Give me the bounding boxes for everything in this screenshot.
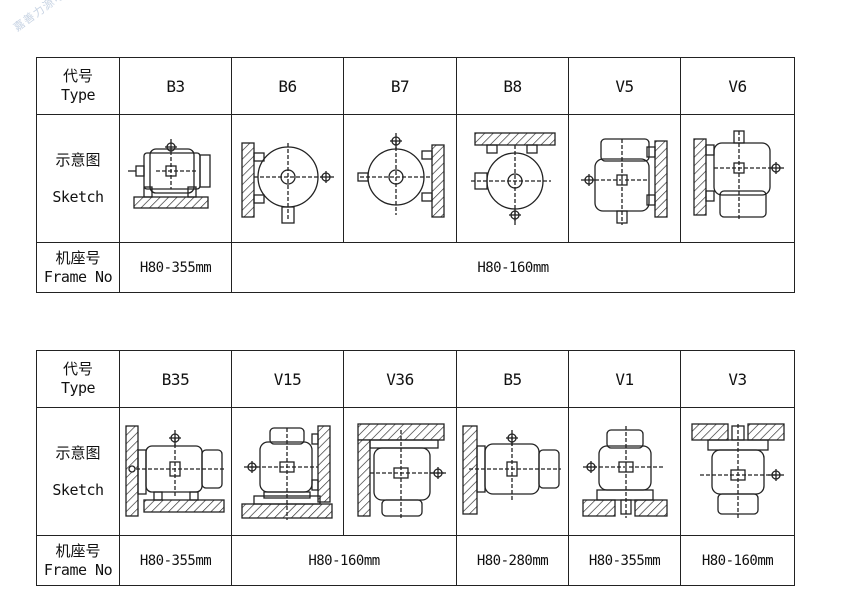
type-code: B5	[456, 350, 569, 408]
frame-value: H80-160mm	[231, 535, 457, 586]
type-label: 代号 Type	[36, 350, 120, 408]
sketch-label: 示意图 Sketch	[36, 114, 120, 243]
sketch-row: 示意图 Sketch	[36, 407, 795, 536]
type-code: V5	[568, 57, 681, 115]
mounting-table-2: 代号 Type B35 V15 V36 B5 V1 V3 示意图 Sketch	[36, 350, 795, 586]
sketch-row: 示意图 Sketch	[36, 114, 795, 243]
type-code: B7	[343, 57, 457, 115]
mounting-table-1: 代号 Type B3 B6 B7 B8 V5 V6 示意图 Sketch	[36, 57, 795, 293]
v3-flange-shaft-up-icon	[690, 422, 785, 518]
sketch-cell-b6	[231, 114, 344, 243]
frame-row: 机座号 Frame No H80-355mm H80-160mm H80-280…	[36, 535, 795, 586]
type-code: V36	[343, 350, 457, 408]
frame-value: H80-280mm	[456, 535, 569, 586]
v5-vertical-shaft-down-icon	[580, 137, 668, 225]
frame-value: H80-355mm	[119, 535, 232, 586]
type-row: 代号 Type B35 V15 V36 B5 V1 V3	[36, 350, 795, 408]
b3-foot-mount-icon	[127, 138, 211, 209]
type-label-en: Type	[60, 86, 96, 104]
b35-foot-flange-icon	[124, 424, 225, 517]
sketch-label: 示意图 Sketch	[36, 407, 120, 536]
type-label-en: Type	[60, 379, 96, 397]
sketch-cell-v6	[680, 114, 795, 243]
frame-value: H80-355mm	[119, 242, 232, 293]
frame-label-en: Frame No	[43, 267, 113, 286]
type-code: V15	[231, 350, 344, 408]
type-row: 代号 Type B3 B6 B7 B8 V5 V6	[36, 57, 795, 115]
sketch-cell-b3	[119, 114, 232, 243]
sketch-cell-v36	[343, 407, 457, 536]
sketch-cell-b35	[119, 407, 232, 536]
type-code: V6	[680, 57, 795, 115]
sketch-label-en: Sketch	[52, 480, 104, 499]
watermark: 嘉善力源电机	[11, 0, 78, 35]
sketch-label-en: Sketch	[52, 187, 104, 206]
b5-flange-mount-icon	[461, 424, 561, 515]
type-code: B6	[231, 57, 344, 115]
sketch-cell-v5	[568, 114, 681, 243]
frame-value: H80-160mm	[231, 242, 795, 293]
sketch-cell-v15	[231, 407, 344, 536]
type-code: V3	[680, 350, 795, 408]
type-code: B3	[119, 57, 232, 115]
frame-label-cn: 机座号	[55, 248, 101, 267]
frame-label-en: Frame No	[43, 560, 113, 579]
sketch-cell-v1	[568, 407, 681, 536]
frame-label: 机座号 Frame No	[36, 242, 120, 293]
sketch-label-cn: 示意图	[55, 150, 101, 169]
frame-row: 机座号 Frame No H80-355mm H80-160mm	[36, 242, 795, 293]
v1-flange-shaft-down-icon	[581, 425, 668, 518]
type-code: V1	[568, 350, 681, 408]
type-code: B8	[456, 57, 569, 115]
type-label-cn: 代号	[62, 360, 93, 378]
b6-wall-mount-icon	[240, 141, 334, 224]
v6-vertical-shaft-up-icon	[692, 129, 784, 221]
b7-wall-mount-icon	[357, 132, 445, 218]
b8-ceiling-mount-icon	[470, 131, 556, 225]
frame-label-cn: 机座号	[55, 541, 101, 560]
sketch-cell-b5	[456, 407, 569, 536]
type-label: 代号 Type	[36, 57, 120, 115]
type-label-cn: 代号	[62, 67, 93, 85]
frame-label: 机座号 Frame No	[36, 535, 120, 586]
sketch-cell-b7	[343, 114, 457, 243]
type-code: B35	[119, 350, 232, 408]
frame-value: H80-355mm	[568, 535, 681, 586]
sketch-cell-v3	[680, 407, 795, 536]
v36-vertical-foot-flange-icon	[357, 422, 446, 520]
sketch-cell-b8	[456, 114, 569, 243]
frame-value: H80-160mm	[680, 535, 795, 586]
v15-vertical-foot-flange-icon	[240, 424, 333, 520]
sketch-label-cn: 示意图	[55, 443, 101, 462]
